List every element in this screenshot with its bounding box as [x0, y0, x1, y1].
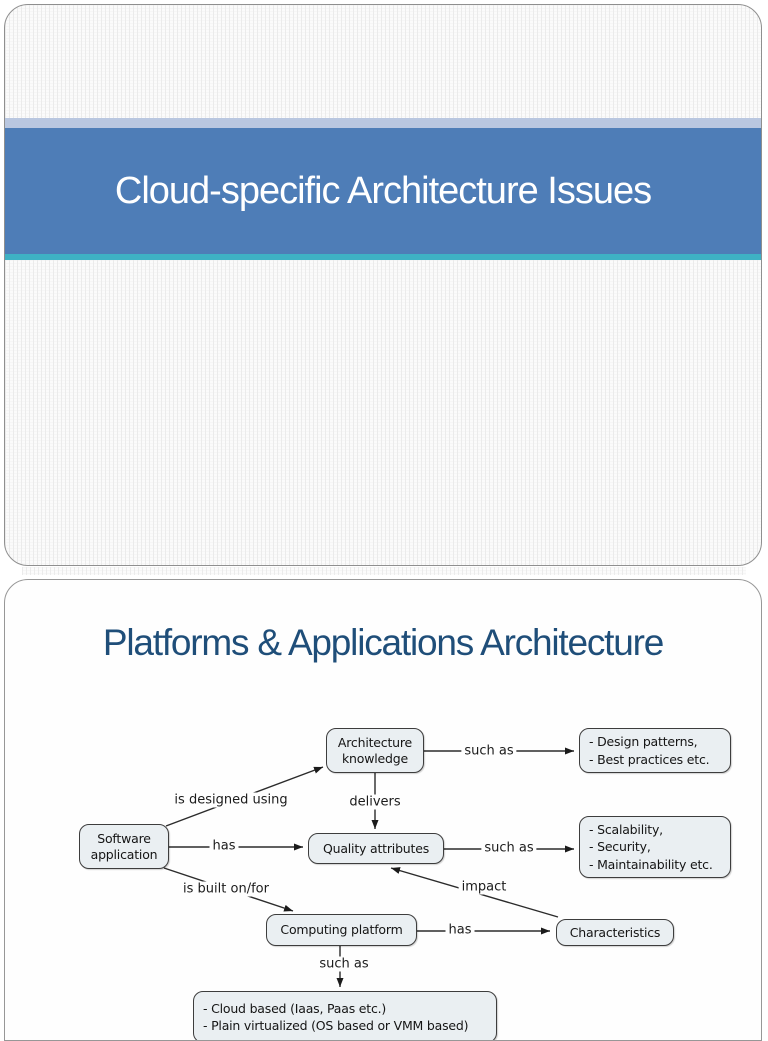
node-characteristics: Characteristics: [556, 919, 674, 946]
node-line: knowledge: [342, 750, 408, 766]
node-line: - Cloud based (Iaas, Paas etc.): [203, 1000, 387, 1016]
banner-top-strip: [5, 118, 761, 128]
edge-label-has-quality: has: [209, 838, 239, 854]
node-line: - Design patterns,: [589, 734, 698, 750]
banner-main: Cloud-specific Architecture Issues: [5, 128, 761, 254]
node-line: Quality attributes: [322, 840, 430, 856]
edge-label-has-characteristics: has: [445, 922, 475, 938]
edge-label-is-designed-using: is designed using: [171, 792, 291, 808]
node-line: Computing platform: [280, 922, 403, 938]
edge-label-such-as-platform: such as: [316, 956, 372, 972]
node-line: Software: [97, 831, 151, 847]
node-line: - Security,: [589, 839, 651, 855]
node-line: - Best practices etc.: [589, 751, 710, 767]
node-platform-examples: - Cloud based (Iaas, Paas etc.) - Plain …: [193, 991, 497, 1040]
node-software-application: Software application: [79, 824, 169, 869]
slide-2-title: Platforms & Applications Architecture: [102, 622, 664, 663]
node-quality-attributes: Quality attributes: [308, 833, 444, 864]
slide-2: Platforms & Applications Architecture: [4, 579, 762, 1041]
node-line: Architecture: [337, 735, 413, 751]
edge-label-is-built-on-for: is built on/for: [180, 881, 272, 897]
slide-1-title-banner: Cloud-specific Architecture Issues: [5, 118, 761, 260]
node-line: Characteristics: [569, 924, 661, 940]
edge-label-impact: impact: [458, 879, 510, 895]
edge-label-such-as-quality: such as: [481, 840, 537, 856]
edge-label-delivers: delivers: [346, 794, 404, 810]
node-line: application: [90, 846, 158, 862]
concept-map-diagram: is designed using delivers has such as s…: [5, 580, 761, 1040]
node-architecture-knowledge: Architecture knowledge: [326, 728, 424, 773]
slide-1-bottom-edge: [22, 567, 746, 575]
node-design-patterns: - Design patterns, - Best practices etc.: [579, 728, 731, 773]
banner-teal-strip: [5, 254, 761, 260]
node-quality-examples: - Scalability, - Security, - Maintainabi…: [579, 816, 731, 878]
edge-label-such-as-knowledge: such as: [461, 743, 517, 759]
node-line: - Plain virtualized (OS based or VMM bas…: [203, 1018, 469, 1033]
slide-1: Cloud-specific Architecture Issues: [4, 4, 762, 566]
slide-1-title: Cloud-specific Architecture Issues: [114, 169, 652, 212]
node-line: - Scalability,: [589, 822, 663, 838]
node-line: - Maintainability etc.: [589, 856, 713, 872]
diagram-arrows: [163, 747, 574, 987]
node-computing-platform: Computing platform: [266, 914, 417, 946]
